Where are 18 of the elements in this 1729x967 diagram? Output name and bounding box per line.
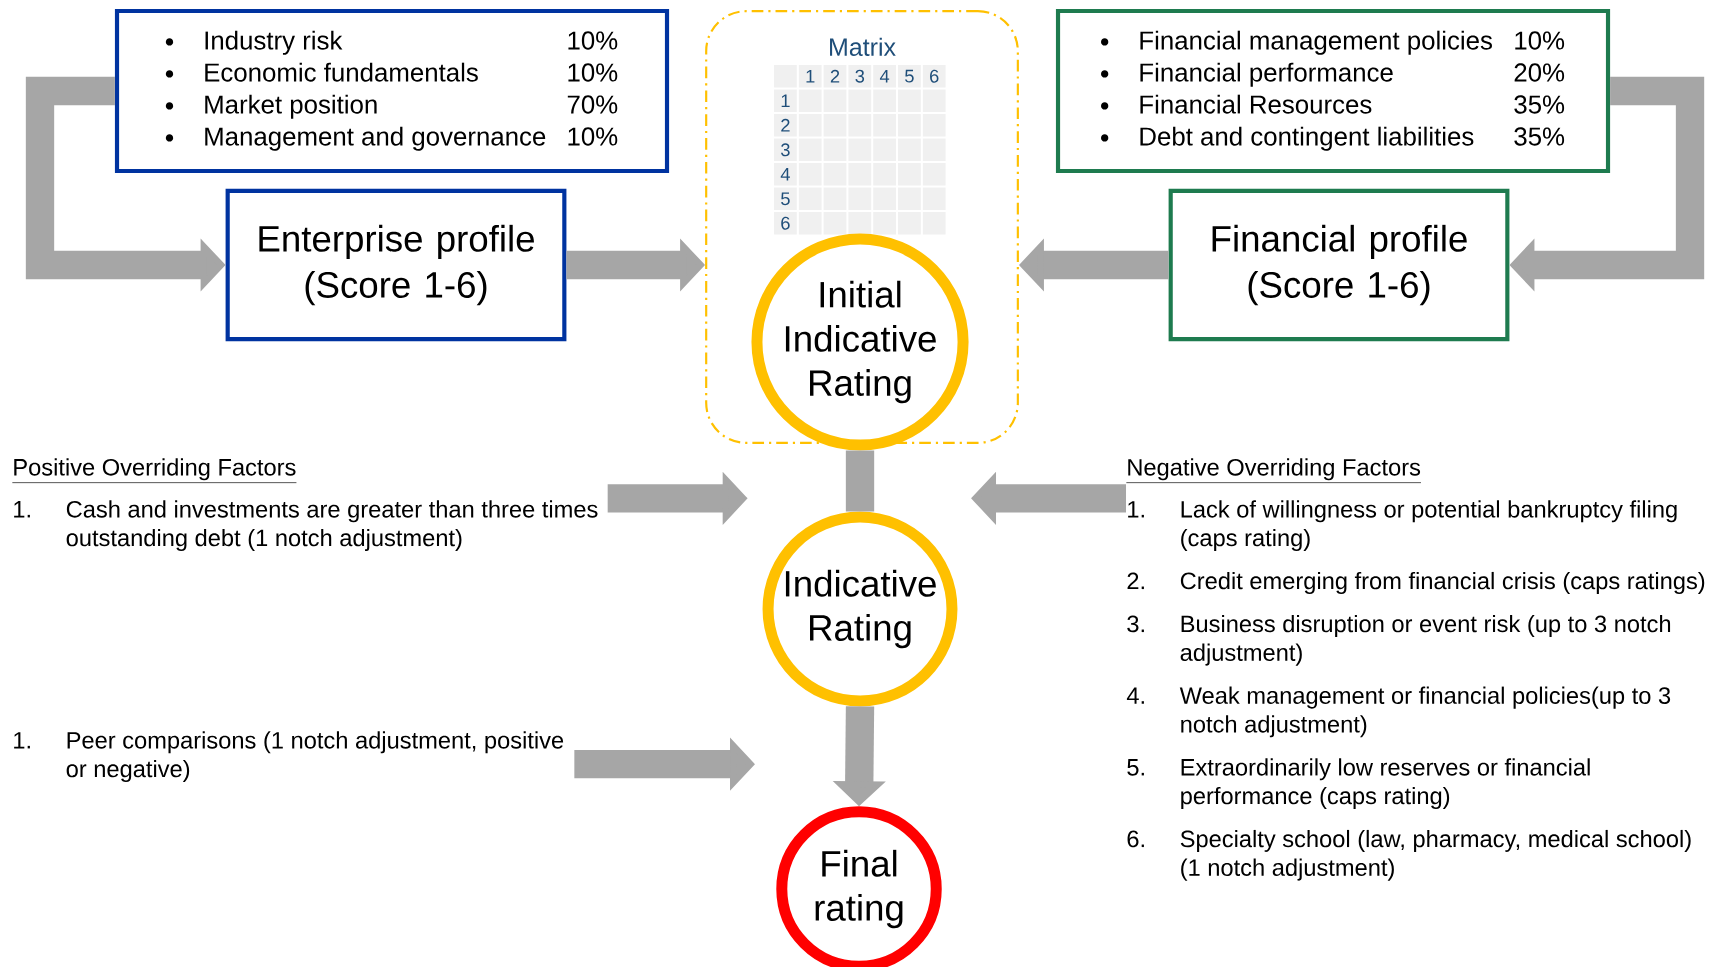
factor-list: 1. Peer comparisons (1 notch adjustment, positive or negative): [14, 731, 564, 782]
column-number: 6: [930, 69, 939, 83]
column-number: 3: [855, 69, 865, 83]
row-number: 1: [781, 94, 790, 108]
row-number: 4: [780, 167, 790, 181]
row-number: 5: [781, 192, 790, 206]
list-box: Financial management policies 10% Financial performance 20% Financial Resources 35% Debt and contingent liabilities 35%: [1055, 8, 1611, 174]
column-number: 2: [830, 69, 840, 83]
column-number: 5: [905, 69, 914, 83]
profile-box: Financial profile (Score 1-6): [1168, 188, 1510, 342]
row-number: 2: [781, 118, 790, 132]
list-box: Industry risk 10% Economic fundamentals 10% Market position 70% Management and governance 10%: [114, 8, 670, 174]
profile-box: Enterprise profile (Score 1-6): [225, 188, 567, 342]
row-number: 3: [781, 143, 790, 157]
factor-list: Negative Overriding Factors 1. Lack of willingness or potential bankruptcy filing (caps rating) 2. Credit emerging from financial crisis (caps ratings) 3. Business disruption or event risk (up to 3 notch adjustment) 4. Weak management or financial policies(up to 3 notch adjustment) 5. Extraordinarily low reserves or financial performance (caps rating) 6. Specialty school (law, pharmacy, medical school) (1 notch adjustment): [1126, 458, 1705, 881]
column-number: 1: [806, 69, 815, 83]
factor-list: Positive Overriding Factors 1. Cash and investments are greater than three times outstanding debt (1 notch adjustment): [12, 458, 598, 551]
column-number: 4: [879, 69, 890, 83]
